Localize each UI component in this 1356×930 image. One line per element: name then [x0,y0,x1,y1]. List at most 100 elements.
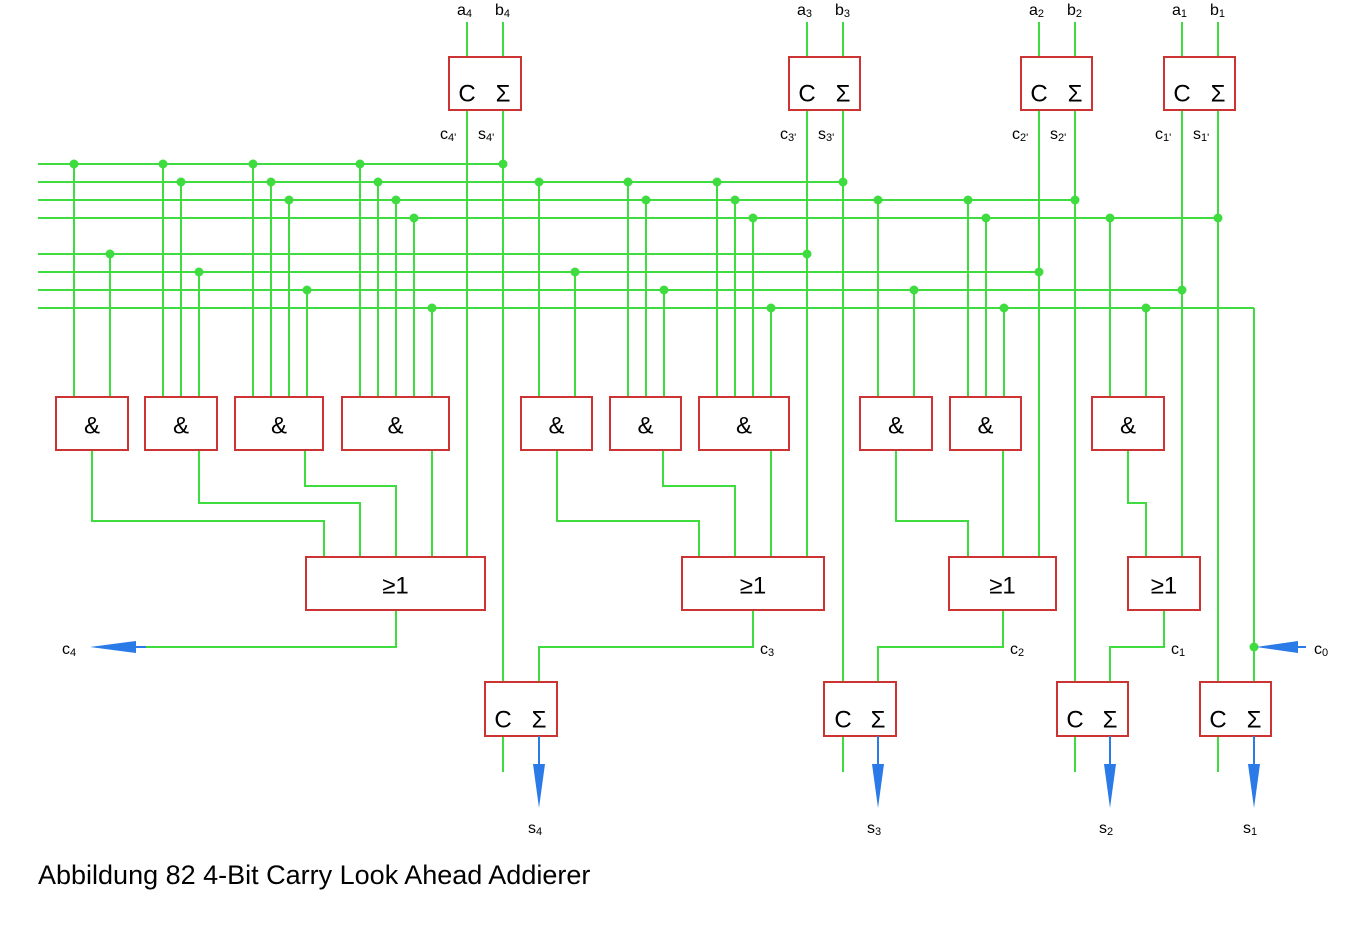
junction-dot [248,159,258,169]
junction-dot [748,213,758,223]
and-gate [698,396,790,451]
half-adder-sum-label: Σ [532,706,547,733]
half-adder-sum-label: Σ [871,706,886,733]
output-label-s3: s3 [867,820,881,838]
half-adder-carry-label: C [1030,80,1047,107]
output-arrow-s1 [1248,764,1260,808]
junction-dot [963,195,973,205]
junction-dot [1105,213,1115,223]
or-gate-symbol: ≥1 [1151,572,1178,599]
half-adder-top-bit1 [1163,56,1236,111]
junction-dot [105,249,115,259]
junction-dot [355,159,365,169]
junction-dot [730,195,740,205]
carry-label-c2: c2 [1010,641,1024,659]
and-gate [1091,396,1165,451]
junction-dot [623,177,633,187]
and-to-or-wire [1127,450,1147,557]
carry-label-c1: c1 [1171,641,1185,659]
junction-dot [409,213,419,223]
half-adder-top-bit3 [788,56,861,111]
output-arrow-s2 [1104,764,1116,808]
junction-dot [999,303,1009,313]
c4-wire [140,610,397,648]
or-gate-c3 [681,556,825,611]
junction-dot [802,249,812,259]
and-gate-symbol: & [84,412,100,439]
and-gate [859,396,933,451]
junction-dot [391,195,401,205]
and-to-or-wire [304,450,397,557]
junction-dot [838,177,848,187]
half-adder-sum-label: Σ [836,80,851,107]
half-adder-carry-label: C [494,706,511,733]
intermediate-carry-label-bit3: c3' [780,126,796,144]
and-gate-symbol: & [548,412,564,439]
input-label-b-bit1: b1 [1210,2,1225,20]
half-adder-bottom-s3 [823,681,897,737]
intermediate-sum-label-bit4: s4' [478,126,494,144]
half-adder-sum-label: Σ [1103,706,1118,733]
and-gate-symbol: & [387,412,403,439]
half-adder-carry-label: C [458,80,475,107]
carry-label-c0: c0 [1314,641,1328,659]
c1-wire [1109,610,1165,682]
intermediate-carry-label-bit1: c1' [1155,126,1171,144]
input-label-b-bit3: b3 [835,2,850,20]
half-adder-bottom-s2 [1056,681,1129,737]
junction-dot [659,285,669,295]
junction-dot [194,267,204,277]
and-to-or-wire [895,450,969,557]
and-gate-symbol: & [977,412,993,439]
half-adder-carry-label: C [1209,706,1226,733]
output-label-s1: s1 [1243,820,1257,838]
input-label-b-bit4: b4 [495,2,510,20]
intermediate-sum-label-bit2: s2' [1050,126,1066,144]
and-gate-symbol: & [736,412,752,439]
output-label-s2: s2 [1099,820,1113,838]
junction-dot [1177,285,1187,295]
and-gate [949,396,1022,451]
c3-wire [538,610,754,682]
junction-dot [1249,642,1259,652]
junction-dot [427,303,437,313]
junction-dot [981,213,991,223]
junction-dot [1141,303,1151,313]
or-gate-c1 [1127,556,1201,611]
intermediate-sum-label-bit3: s3' [818,126,834,144]
junction-dot [1213,213,1223,223]
carry-in-arrow [1256,641,1298,653]
half-adder-carry-label: C [1173,80,1190,107]
junction-dot [284,195,294,205]
carry-label-c4: c4 [62,641,76,659]
and-gate [609,396,682,451]
junction-dot [302,285,312,295]
intermediate-carry-label-bit4: c4' [440,126,456,144]
junction-dot [712,177,722,187]
junction-dot [534,177,544,187]
intermediate-carry-label-bit2: c2' [1012,126,1028,144]
half-adder-carry-label: C [834,706,851,733]
and-gate [520,396,593,451]
and-gate-symbol: & [1120,412,1136,439]
and-gate-symbol: & [637,412,653,439]
and-gate-symbol: & [173,412,189,439]
half-adder-sum-label: Σ [1247,706,1262,733]
junction-dot [498,159,508,169]
input-label-a-bit3: a3 [797,2,812,20]
junction-dot [266,177,276,187]
junction-dot [1034,267,1044,277]
and-gate [55,396,129,451]
and-gate-symbol: & [271,412,287,439]
half-adder-top-bit2 [1020,56,1093,111]
junction-dot [873,195,883,205]
output-arrow-s3 [872,764,884,808]
output-label-s4: s4 [528,820,542,838]
intermediate-sum-label-bit1: s1' [1193,126,1209,144]
figure-caption: Abbildung 82 4-Bit Carry Look Ahead Addi… [38,860,591,890]
half-adder-sum-label: Σ [1211,80,1226,107]
junction-dot [766,303,776,313]
half-adder-top-bit4 [448,56,522,111]
carry-out-arrow [90,641,136,653]
